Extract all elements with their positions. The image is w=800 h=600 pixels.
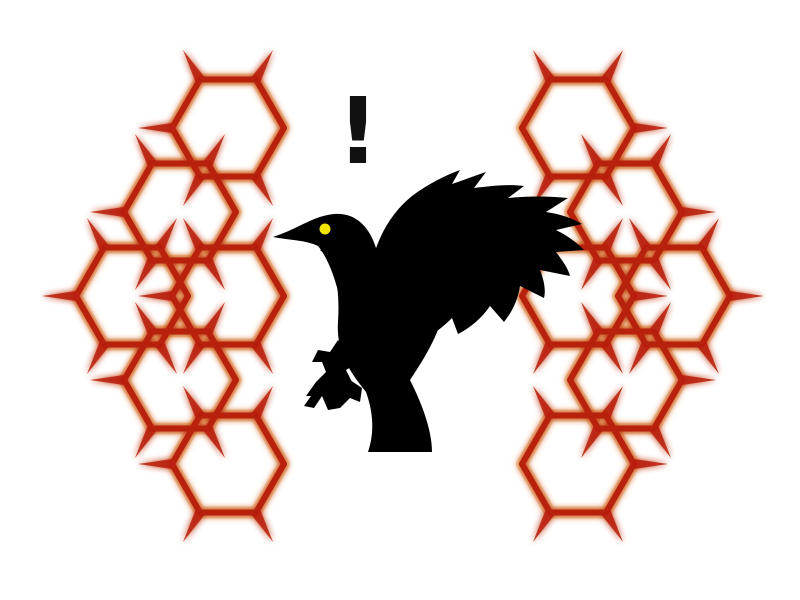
crow-wing bbox=[372, 170, 584, 342]
hexagon-cell bbox=[169, 412, 287, 516]
hexagon-spike bbox=[90, 375, 124, 385]
exclamation-mark: ! bbox=[337, 78, 379, 185]
hexagon-spike bbox=[183, 509, 205, 542]
honeycomb-cluster-left bbox=[42, 50, 287, 542]
crow-body bbox=[320, 249, 447, 452]
hexagon-spike bbox=[682, 207, 716, 217]
hexagon-spike bbox=[203, 425, 225, 458]
hexagon-spike bbox=[533, 386, 555, 419]
hexagon-spike bbox=[135, 425, 157, 458]
hexagon-spike bbox=[251, 509, 273, 542]
hexagon-spike bbox=[251, 341, 273, 374]
crow-silhouette-icon bbox=[273, 170, 584, 452]
hexagon-spike bbox=[697, 341, 719, 374]
hexagon-spike bbox=[90, 207, 124, 217]
hexagon-spike bbox=[183, 341, 205, 374]
hexagon-spike bbox=[730, 291, 764, 301]
hexagon-spike bbox=[183, 173, 205, 206]
hexagon-spike bbox=[601, 509, 623, 542]
hexagon-spike bbox=[87, 341, 109, 374]
hexagon-spike bbox=[251, 173, 273, 206]
hexagon-spike bbox=[649, 257, 671, 290]
hexagon-spike bbox=[601, 218, 623, 251]
hexagon-spike bbox=[682, 375, 716, 385]
hexagon-spike bbox=[138, 459, 172, 469]
hexagon-spike bbox=[533, 50, 555, 83]
hexagon-spike bbox=[183, 218, 205, 251]
hexagon-spike bbox=[138, 291, 172, 301]
hexagon-spike bbox=[135, 134, 157, 167]
hexagon-spike bbox=[601, 386, 623, 419]
hexagon-spike bbox=[183, 386, 205, 419]
honeycomb-cluster-right bbox=[519, 50, 764, 542]
hexagon-spike bbox=[135, 257, 157, 290]
hexagon-spike bbox=[581, 302, 603, 335]
hexagon-spike bbox=[251, 218, 273, 251]
hexagon-spike bbox=[697, 218, 719, 251]
hexagon-cell bbox=[519, 412, 637, 516]
hexagon-spike bbox=[183, 50, 205, 83]
hexagon-spike bbox=[135, 302, 157, 335]
hexagon-spike bbox=[634, 291, 668, 301]
hexagon-spike bbox=[629, 341, 651, 374]
hexagon-spike bbox=[533, 509, 555, 542]
hexagon-spike bbox=[649, 302, 671, 335]
crow-talons bbox=[304, 380, 362, 410]
hexagon-spike bbox=[203, 257, 225, 290]
hexagon-spike bbox=[629, 218, 651, 251]
hexagon-spike bbox=[581, 134, 603, 167]
hexagon-spike bbox=[601, 173, 623, 206]
hexagon-spike bbox=[42, 291, 76, 301]
hexagon-spike bbox=[138, 123, 172, 133]
hexagon-spike bbox=[533, 341, 555, 374]
hexagon-spike bbox=[601, 50, 623, 83]
hexagon-spike bbox=[203, 302, 225, 335]
hexagon-spike bbox=[649, 134, 671, 167]
hexagon-spike bbox=[203, 134, 225, 167]
hexagon-spike bbox=[87, 218, 109, 251]
hexagon-spike bbox=[649, 425, 671, 458]
hexagon-spike bbox=[251, 386, 273, 419]
hexagon-spike bbox=[581, 425, 603, 458]
hexagon-spike bbox=[155, 341, 177, 374]
hexagon-spike bbox=[251, 50, 273, 83]
hexagon-spike bbox=[634, 123, 668, 133]
hexagon-spike bbox=[634, 459, 668, 469]
hexagon-spike bbox=[155, 218, 177, 251]
hexagon-spike bbox=[581, 257, 603, 290]
hexagon-spike bbox=[601, 341, 623, 374]
crow-eye bbox=[319, 223, 331, 235]
